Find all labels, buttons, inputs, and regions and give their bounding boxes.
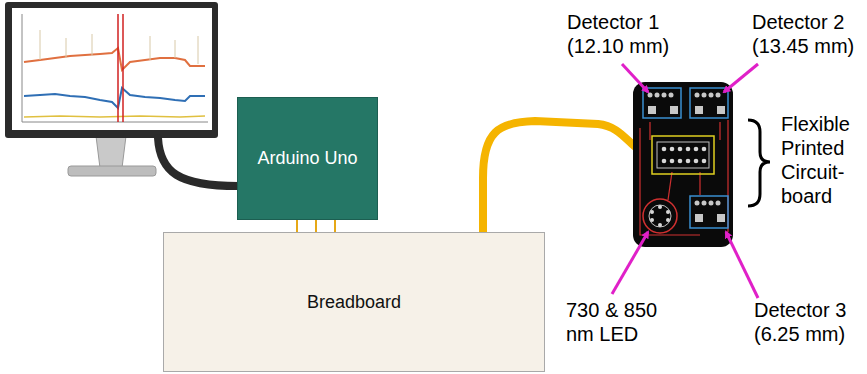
jumper-wire <box>334 220 336 232</box>
leader-line <box>726 232 758 298</box>
usb-cable <box>158 138 238 186</box>
part-label: Detector 2 (13.45 mm) <box>752 10 864 58</box>
leader-line <box>724 64 758 92</box>
part-label: Detector 1 (12.10 mm) <box>567 10 679 58</box>
pcb-illustration <box>633 82 733 247</box>
leader-line <box>622 64 648 92</box>
node-label: Arduino Uno <box>257 148 357 169</box>
breadboard-box: Breadboard <box>163 232 545 372</box>
leader-line <box>612 232 648 294</box>
controller-box: Arduino Uno <box>237 97 378 220</box>
node-label: Breadboard <box>307 292 401 313</box>
monitor-illustration <box>5 2 218 176</box>
part-label: Flexible Printed Circuit-board <box>781 112 861 208</box>
brace <box>748 120 770 206</box>
jumper-wire <box>315 220 317 232</box>
part-label: 730 & 850 nm LED <box>566 298 670 346</box>
jumper-wire <box>296 220 298 232</box>
part-label: Detector 3 (6.25 mm) <box>754 298 864 346</box>
